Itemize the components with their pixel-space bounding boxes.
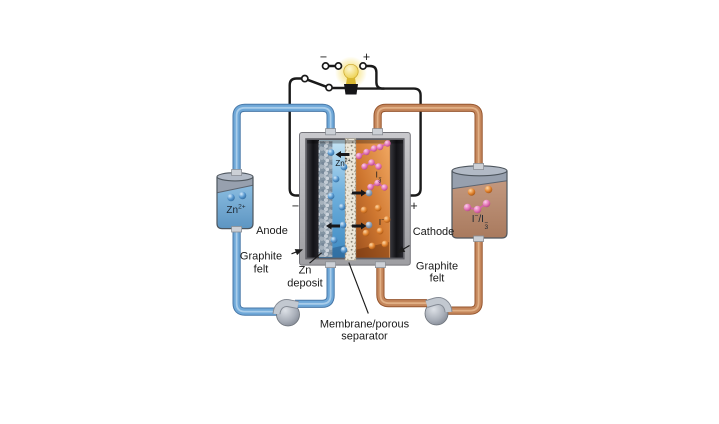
anolyte-ions — [327, 149, 348, 254]
anolyte-tubing — [232, 103, 335, 316]
zn-ion-particles — [227, 191, 247, 202]
circuit-wires — [288, 64, 422, 197]
circuit-terminals — [300, 62, 367, 92]
negative-sign-top: − — [319, 49, 328, 64]
blue-pipe-top — [232, 103, 335, 179]
zn-deposit-pointer — [309, 252, 322, 264]
copper-pipe-bottom — [376, 235, 483, 315]
catholyte-pump-icon — [424, 297, 453, 326]
anolyte-tank-label: Zn2+ — [226, 203, 246, 216]
graphite-felt-left-pointer — [291, 249, 304, 256]
graphite-felt-right-pointer — [397, 245, 410, 253]
membrane-pointer — [348, 262, 369, 314]
catholyte-tubing — [373, 103, 483, 315]
annotation-pointers — [291, 245, 410, 314]
positive-wire — [352, 87, 422, 197]
catholyte-compartment — [350, 140, 390, 258]
battery-cell — [299, 132, 411, 266]
triiodide-ion-label: I−3 — [375, 170, 382, 186]
zn-plating-arrow — [335, 151, 350, 158]
pipe-connectors — [231, 128, 485, 268]
iodide-ion-particles — [463, 185, 493, 214]
copper-pipe-top — [373, 103, 483, 170]
zn-deposit-label: Zn deposit — [287, 264, 323, 290]
crossover-arrow-mid — [352, 189, 367, 197]
bulb-terminal-wire — [364, 64, 386, 90]
switch-icon — [303, 77, 330, 89]
iodide-ion-label: I− — [378, 217, 385, 227]
light-bulb-icon — [335, 56, 367, 95]
cathode-graphite-felt — [389, 140, 403, 258]
ion-flux-arrows — [326, 151, 367, 230]
anode-graphite-felt — [307, 140, 319, 258]
membrane-separator-label: Membrane/porous separator — [319, 318, 410, 343]
cathode-label: Cathode — [412, 225, 455, 238]
catholyte-ions — [355, 140, 391, 250]
zn-deposit-layer — [318, 141, 333, 257]
anolyte-pump-icon — [272, 299, 300, 327]
graphite-felt-right-label: Graphite felt — [415, 260, 459, 285]
positive-sign-top: + — [362, 49, 371, 64]
crossover-arrow-low-left — [326, 222, 340, 230]
anode-label: Anode — [256, 224, 288, 237]
positive-terminal-label: + — [410, 198, 418, 213]
catholyte-tank-label: I−/I−3 — [471, 212, 489, 231]
blue-pipe-bottom — [232, 226, 335, 316]
catholyte-tank — [451, 165, 508, 239]
membrane-separator — [344, 138, 357, 261]
graphite-felt-left-label: Graphite felt — [239, 250, 283, 276]
zn-ion-label: Zn2+ — [335, 157, 351, 168]
anolyte-tank — [216, 172, 254, 230]
crossover-arrow-low-right — [352, 222, 367, 230]
negative-terminal-label: − — [291, 198, 300, 213]
negative-wire — [288, 77, 307, 197]
